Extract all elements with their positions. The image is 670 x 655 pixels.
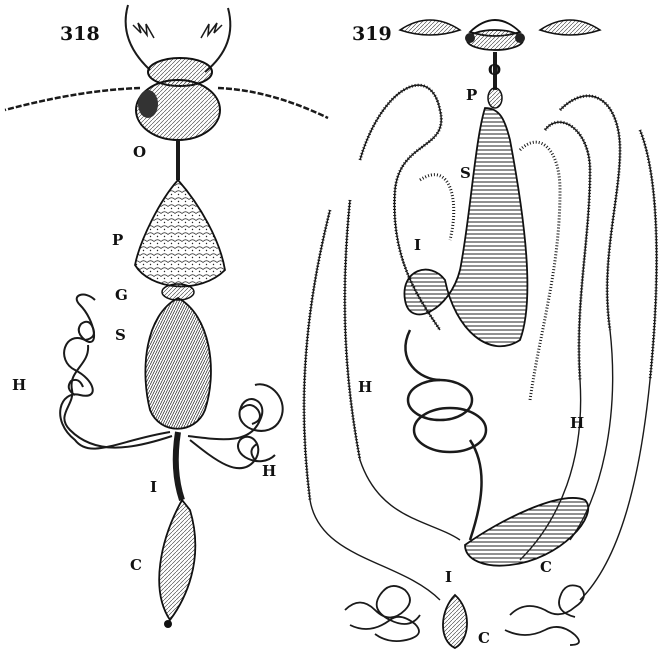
figure-318: 318 (5, 5, 328, 628)
crop (135, 180, 225, 286)
label-o: O (133, 143, 146, 161)
label-h-right: H (570, 414, 584, 432)
label-c: C (130, 556, 142, 574)
colon (159, 500, 195, 620)
beetle-head (136, 58, 220, 140)
ventriculus (404, 108, 527, 346)
label-i-upper: I (414, 236, 421, 254)
label-g: G (115, 286, 128, 304)
intestine-coil (405, 330, 486, 540)
label-i-lower: I (445, 568, 452, 586)
figure-number: 319 (352, 23, 392, 45)
label-h-left: H (358, 378, 372, 396)
rectum (443, 595, 467, 648)
figure-number: 318 (60, 23, 100, 45)
pharynx-bulb (488, 88, 502, 108)
label-i: I (150, 478, 157, 496)
label-h-right: H (262, 462, 276, 480)
intestine (176, 432, 182, 500)
label-h-left: H (12, 376, 26, 394)
label-c-bottom: C (478, 629, 490, 647)
label-o: O (488, 61, 501, 79)
label-s: S (460, 164, 471, 182)
label-p: P (112, 231, 123, 249)
insect-head (400, 20, 600, 50)
label-c-right: C (540, 558, 552, 576)
label-p: P (466, 86, 477, 104)
figure-319: 319 (304, 20, 657, 648)
colon (465, 498, 588, 566)
label-s: S (115, 326, 126, 344)
stomach (145, 298, 211, 429)
